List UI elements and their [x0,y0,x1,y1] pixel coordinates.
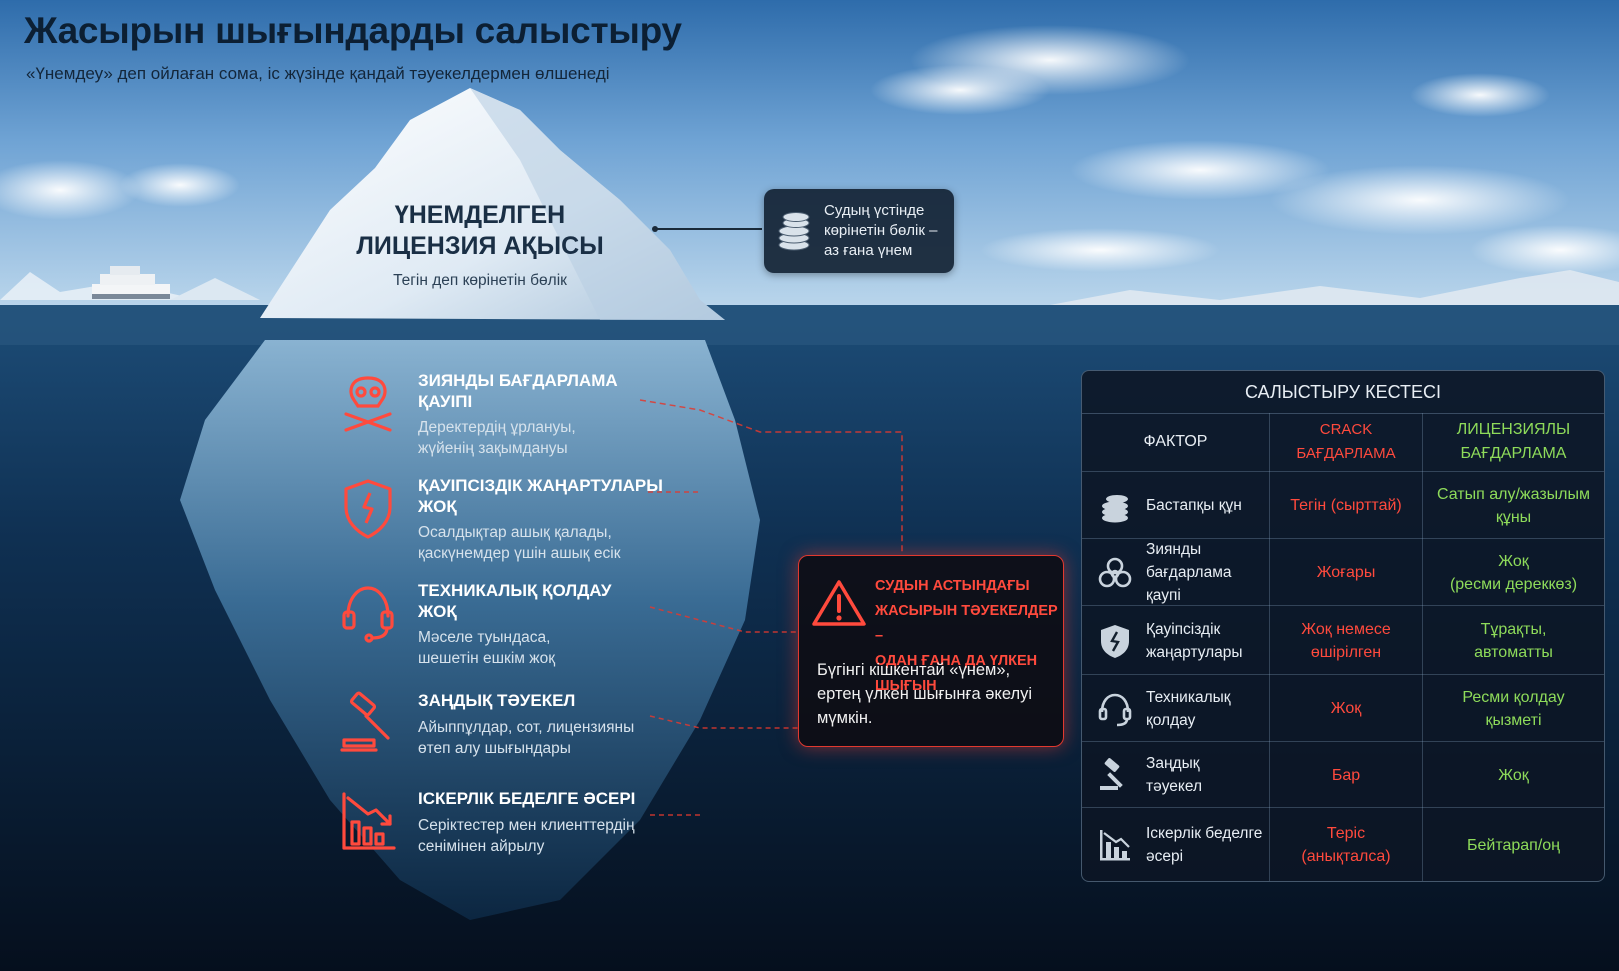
risk-description: Серіктестер мен клиенттердің сенімінен а… [418,817,635,855]
factor-label: Қауіпсіздік жаңартулары [1146,620,1243,661]
table-title: САЛЫСТЫРУ КЕСТЕСІ [1082,371,1604,414]
factor-label: Техникалық қолдау [1146,688,1231,729]
risk-item-legal: ЗАҢДЫҚ ТӘУЕКЕЛ Айыппұлдар, сот, лицензия… [338,690,668,770]
risk-item-malware: ЗИЯНДЫ БАҒДАРЛАМА ҚАУІПІ Деректердің ұрл… [338,370,668,460]
licensed-value: Жоқ [1498,766,1529,784]
header-crack: CRACK БАҒДАРЛАМА [1296,421,1396,462]
risk-description: Мәселе туындаса, шешетін ешкім жоқ [418,629,556,667]
warning-title: СУДЫН АСТЫНДАҒЫ ЖАСЫРЫН ТӘУЕКЕЛДЕР – ОДА… [875,578,1058,694]
crack-value: Бар [1331,766,1361,784]
warning-body: Бүгінгі кішкентай «үнем», ертең үлкен шы… [817,661,1033,727]
crack-value: Жоқ [1330,700,1362,717]
factor-label: Бастапқы құн [1146,497,1242,514]
risk-description: Деректердің ұрлануы, жүйенің зақымдануы [418,419,576,457]
licensed-value: Бейтарап/оң [1466,836,1561,854]
factor-label: Заңдық тәуекел [1146,755,1203,795]
header-factor: ФАКТОР [1143,433,1208,450]
factor-label: Зиянды бағдарлама қаупі [1146,541,1232,604]
risk-title: ІСКЕРЛІК БЕДЕЛГЕ ӘСЕРІ [418,789,636,808]
risk-title: ТЕХНИКАЛЫҚ ҚОЛДАУ ЖОҚ [418,581,612,621]
page-subtitle: «Үнемдеу» деп ойлаған сома, іс жүзінде қ… [26,64,610,83]
table-row: Заңдық тәуекел Бар Жоқ [1082,741,1604,808]
warning-triangle-icon [812,580,866,626]
coins-icon [778,212,810,251]
licensed-value: Сатып алу/жазылым құны [1437,485,1590,526]
crack-value: Жоқ немесе өшірілген [1301,620,1391,661]
factor-label: Іскерлік беделге әсері [1146,825,1263,865]
header-licensed: ЛИЦЕНЗИЯЛЫ БАҒДАРЛАМА [1456,421,1571,462]
hidden-risks-warning: СУДЫН АСТЫНДАҒЫ ЖАСЫРЫН ТӘУЕКЕЛДЕР – ОДА… [798,555,1064,747]
risk-description: Осалдықтар ашық қалады, қаскүнемдер үшін… [418,524,621,562]
risk-description: Айыппұлдар, сот, лицензияны өтеп алу шығ… [418,719,635,757]
tip-subtitle: Тегін деп көрінетін бөлік [393,272,567,289]
table-row: Іскерлік беделге әсері Теріс (анықталса)… [1082,807,1604,881]
shield-broken-icon [344,479,392,539]
licensed-value: Тұрақты, автоматты [1474,620,1553,661]
skull-crossbones-icon [344,376,392,432]
biohazard-icon [1098,557,1132,587]
crack-value: Тегін (сырттай) [1290,497,1402,514]
callout-text: Судың үстінде көрінетін бөлік – аз ғана … [824,202,938,259]
gavel-icon [340,691,390,752]
coins-icon [1102,494,1128,522]
crack-value: Теріс (анықталса) [1301,825,1391,865]
table-row: Зиянды бағдарлама қаупі Жоғары Жоқ (ресм… [1082,538,1604,606]
risk-title: ҚАУІПСІЗДІК ЖАҢАРТУЛАРЫ ЖОҚ [418,476,663,516]
risk-item-reputation: ІСКЕРЛІК БЕДЕЛГЕ ӘСЕРІ Серіктестер мен к… [338,788,668,868]
headset-icon [1098,693,1132,726]
ship-icon [92,266,170,299]
shield-broken-icon [1101,624,1129,658]
headset-icon [342,586,394,643]
licensed-value: Жоқ (ресми дереккөз) [1449,552,1578,593]
chart-down-icon [342,792,396,850]
iceberg-tip-label: ҮНЕМДЕЛГЕН ЛИЦЕНЗИЯ АҚЫСЫ Тегін деп көрі… [330,200,630,290]
crack-value: Жоғары [1316,564,1376,581]
page-title: Жасырын шығындарды салыстыру [24,10,682,51]
comparison-table: САЛЫСТЫРУ КЕСТЕСІ ФАКТОР CRACK БАҒДАРЛАМ… [1081,370,1605,882]
tip-callout: Судың үстінде көрінетін бөлік – аз ғана … [764,189,954,273]
tip-title: ҮНЕМДЕЛГЕН ЛИЦЕНЗИЯ АҚЫСЫ [356,201,604,260]
risk-title: ЗИЯНДЫ БАҒДАРЛАМА ҚАУІПІ [418,371,618,411]
licensed-value: Ресми қолдау қызметі [1462,688,1565,729]
table-row: Бастапқы құн Тегін (сырттай) Сатып алу/ж… [1082,471,1604,539]
table-row: Қауіпсіздік жаңартулары Жоқ немесе өшірі… [1082,605,1604,675]
risk-item-tech-support: ТЕХНИКАЛЫҚ ҚОЛДАУ ЖОҚ Мәселе туындаса, ш… [338,580,668,670]
gavel-icon [1100,758,1123,790]
chart-down-icon [1100,830,1130,861]
risk-item-security-updates: ҚАУІПСІЗДІК ЖАҢАРТУЛАРЫ ЖОҚ Осалдықтар а… [338,475,668,565]
table-row: Техникалық қолдау Жоқ Ресми қолдау қызме… [1082,674,1604,742]
risk-title: ЗАҢДЫҚ ТӘУЕКЕЛ [418,691,576,710]
